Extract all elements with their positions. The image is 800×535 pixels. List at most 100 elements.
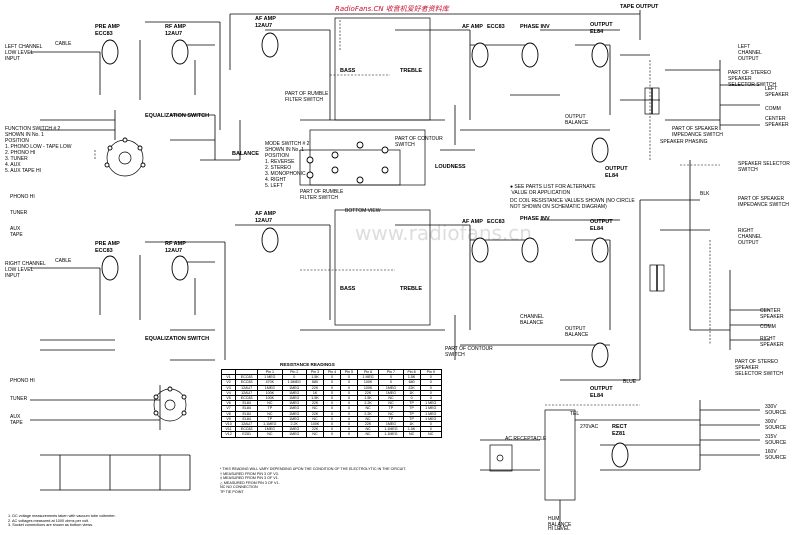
resistance-cell: NC <box>257 431 283 438</box>
label-tuner-right: TUNER <box>10 396 28 402</box>
resistance-cell: V5 <box>220 394 237 402</box>
resistance-note: TP TIE POINT <box>220 489 244 494</box>
label-tuner-left: TUNER <box>10 210 28 216</box>
label-treble-top: TREBLE <box>400 68 422 74</box>
label-see-parts: ● SEE PARTS LIST FOR ALTERNATE VALUE OR … <box>510 184 596 196</box>
resistance-cell: EZ81 <box>235 431 259 438</box>
resistance-cell: 0 <box>419 426 443 433</box>
resistance-header-cell: Pin 7 <box>378 368 404 376</box>
label-bottom-view: BOTTOM VIEW <box>345 208 381 214</box>
label-rfamp-tube-left: 12AU7 <box>165 31 182 37</box>
resistance-cell: 1 MEG <box>419 400 443 407</box>
resistance-cell: 1MEG <box>257 426 283 433</box>
label-afamp-bottom: AF AMP <box>255 211 276 217</box>
tube-rfamp-left <box>171 39 189 65</box>
resistance-cell: 0 <box>323 431 341 438</box>
label-output-tube-top2: EL84 <box>605 173 619 179</box>
tube-output-bot1 <box>591 237 609 263</box>
label-balance: BALANCE <box>232 151 259 157</box>
resistance-cell: TP <box>378 415 404 423</box>
label-eq-switch-bottom: EQUALIZATION SWITCH <box>145 336 209 342</box>
resistance-cell: 470K <box>257 379 283 386</box>
label-afamp-top: AF AMP <box>255 16 276 22</box>
function-switch-wafer-top <box>104 137 146 177</box>
resistance-cell: 1MEG <box>378 421 404 428</box>
resistance-cell: 1.1MEG <box>378 431 404 438</box>
label-blue: BLUE <box>623 379 637 385</box>
resistance-cell: 1MEG <box>281 389 307 397</box>
function-switch-wafer-bottom <box>153 386 187 422</box>
resistance-cell: 1.5MEG <box>281 379 307 386</box>
resistance-cell: 1MEG <box>257 384 283 391</box>
resistance-cell: NC <box>378 394 404 402</box>
resistance-header-cell: Pin 1 <box>257 368 283 376</box>
resistance-note: * THIS READING WILL VARY DEPENDING UPON … <box>220 467 407 471</box>
label-output-top1: OUTPUT <box>590 22 613 28</box>
resistance-header-cell: Pin 2 <box>281 368 307 376</box>
resistance-cell: 1K <box>305 389 325 397</box>
resistance-cell: 0 <box>419 384 443 391</box>
label-eq-switch-top: EQUALIZATION SWITCH <box>145 113 209 119</box>
label-output-bot2: OUTPUT <box>590 386 613 392</box>
resistance-note: ‡ MEASURED FROM PIN 3 OF V1. <box>220 476 279 481</box>
resistance-cell: 1MEG <box>281 415 307 423</box>
resistance-notes: * THIS READING WILL VARY DEPENDING UPON … <box>220 467 406 495</box>
resistance-cell: 22K <box>305 400 325 407</box>
label-afamp2-top: AF AMP <box>462 24 483 30</box>
tube-preamp-left <box>101 39 119 65</box>
resistance-cell: V8 <box>220 410 237 417</box>
resistance-cell: 1MEG <box>281 431 307 438</box>
resistance-cell: NC <box>305 405 325 412</box>
label-afamp2-tube-top: ECC83 <box>487 24 505 30</box>
resistance-cell: 2.2K <box>356 400 380 407</box>
resistance-cell: NC <box>257 410 283 417</box>
resistance-header-cell: Pin 9 <box>419 368 443 376</box>
resistance-cell: 0 <box>378 379 404 386</box>
label-cable-right: CABLE <box>55 258 72 264</box>
label-rfamp-right: RF AMP <box>165 241 186 247</box>
resistance-cell: 100K <box>257 389 283 397</box>
label-phono-hi-right: PHONO HI <box>10 378 35 384</box>
resistance-cell: 0 <box>419 379 443 386</box>
label-output-tube-bot2: EL84 <box>590 393 604 399</box>
tube-rfamp-right <box>171 255 189 281</box>
resistance-cell: NC <box>257 400 283 407</box>
resistance-cell: 1 MEG <box>257 374 283 381</box>
resistance-cell: 0 <box>419 389 443 397</box>
tube-afamp2-bottom <box>471 237 489 263</box>
tube-afamp-top <box>261 32 279 58</box>
resistance-cell: 2.2K <box>356 410 380 417</box>
tubes <box>101 32 629 468</box>
tube-phaseinv-top <box>521 42 539 68</box>
resistance-cell: NC <box>356 431 380 438</box>
resistance-cell: 0 <box>419 421 443 428</box>
label-rect-tube: EZ81 <box>612 431 625 437</box>
label-afamp-tube-top: 12AU7 <box>255 23 272 29</box>
label-treble-bottom: TREBLE <box>400 286 422 292</box>
resistance-cell: V1 <box>220 374 237 381</box>
label-afamp2-tube-bottom: ECC83 <box>487 219 505 225</box>
